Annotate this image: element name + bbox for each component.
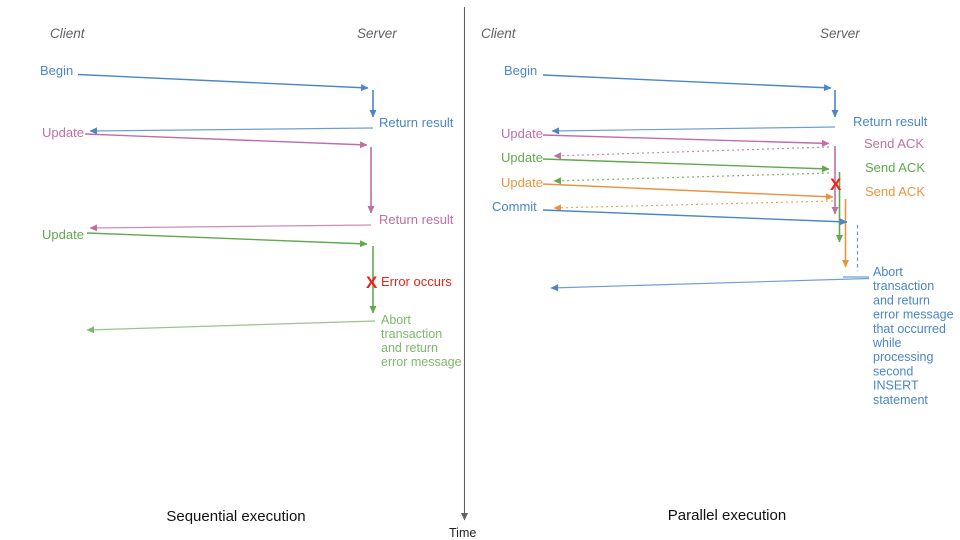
right-update2-label: Update (501, 150, 543, 165)
sequential-panel: Client Server Begin Return result Update… (40, 26, 462, 525)
left-client-header: Client (50, 26, 86, 41)
right-ack-3-dotted-arrow (553, 200, 834, 212)
left-abort-line-4: error message (381, 355, 462, 369)
right-return-result-arrow (551, 126, 836, 135)
right-send-ack-2-label: Send ACK (865, 160, 925, 175)
right-update3-label: Update (501, 175, 543, 190)
right-abort-return-arrow (550, 277, 870, 292)
right-abort-line-3: and return (873, 293, 930, 307)
right-ack-2-dotted-arrow (553, 172, 830, 185)
left-error-occurs-label: Error occurs (381, 274, 452, 289)
left-return-result-1-label: Return result (379, 115, 454, 130)
right-abort-line-7: processing (873, 350, 933, 364)
left-return-result-2-label: Return result (379, 212, 454, 227)
left-abort-line-1: Abort (381, 313, 411, 327)
left-begin-label: Begin (40, 63, 73, 78)
time-axis: Time (449, 7, 476, 540)
left-update2-request-arrow (86, 232, 368, 248)
left-begin-request-arrow (77, 73, 369, 92)
left-update1-label: Update (42, 125, 84, 140)
right-abort-line-8: second (873, 364, 913, 378)
right-abort-line-5: that occurred (873, 322, 946, 336)
right-update3-request-arrow (542, 183, 834, 201)
right-error-x-icon: X (830, 175, 842, 194)
right-abort-line-9: INSERT (873, 379, 919, 393)
right-client-header: Client (481, 26, 517, 41)
left-error-x-icon: X (366, 273, 378, 292)
left-update2-label: Update (42, 227, 84, 242)
left-server-header: Server (357, 26, 397, 41)
right-begin-request-arrow (542, 74, 832, 92)
right-commit-label: Commit (492, 199, 537, 214)
right-update2-request-arrow (542, 158, 830, 173)
right-commit-request-arrow (542, 209, 848, 226)
right-send-ack-1-label: Send ACK (864, 136, 924, 151)
parallel-execution-title: Parallel execution (668, 507, 786, 524)
sequential-execution-title: Sequential execution (166, 508, 305, 525)
left-abort-return-arrow (86, 320, 376, 334)
left-update1-request-arrow (84, 133, 368, 149)
right-begin-label: Begin (504, 63, 537, 78)
right-abort-line-1: Abort (873, 265, 903, 279)
parallel-panel: Client Server Begin Return result Update… (481, 26, 954, 524)
left-abort-line-2: transaction (381, 327, 442, 341)
right-ack-1-dotted-arrow (553, 146, 830, 160)
time-axis-label: Time (449, 526, 476, 540)
right-server-header: Server (820, 26, 860, 41)
right-abort-line-2: transaction (873, 279, 934, 293)
right-return-result-label: Return result (853, 114, 928, 129)
left-return-result-1-arrow (89, 127, 374, 135)
right-abort-line-10: statement (873, 393, 928, 407)
right-send-ack-3-label: Send ACK (865, 184, 925, 199)
left-abort-line-3: and return (381, 341, 438, 355)
right-update1-request-arrow (542, 134, 830, 147)
right-abort-line-4: error message (873, 308, 954, 322)
left-return-result-2-arrow (89, 224, 372, 232)
right-update1-label: Update (501, 126, 543, 141)
right-abort-line-6: while (872, 336, 902, 350)
